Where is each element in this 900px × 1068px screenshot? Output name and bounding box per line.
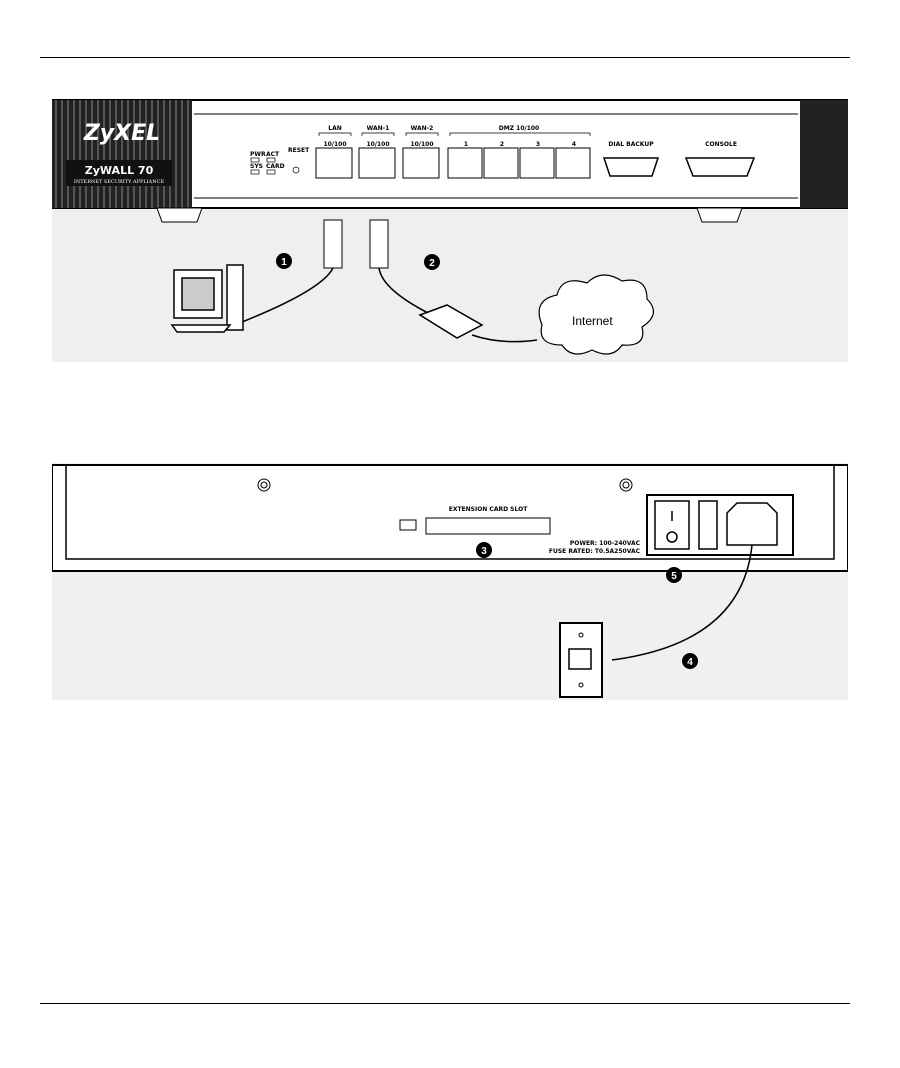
port-speed-wan1: 10/100 — [366, 141, 389, 148]
console-label: CONSOLE — [705, 141, 737, 148]
port-label-wan1: WAN-1 — [367, 125, 390, 132]
port-speed-lan: 10/100 — [323, 141, 346, 148]
brand-logo: ZyXEL — [83, 121, 160, 146]
dial-backup-port[interactable] — [602, 157, 660, 177]
power-switch[interactable] — [654, 500, 690, 550]
left-heatsink: ZyXEL ZyWALL 70 INTERNET SECURITY APPLIA… — [52, 100, 192, 208]
callout-2: 2 — [429, 258, 435, 269]
callout-4: 4 — [687, 657, 693, 668]
computer-icon — [170, 264, 244, 333]
power-inlet — [726, 502, 778, 546]
dmz-port-4: 4 — [572, 141, 576, 148]
dmz-port-3: 3 — [536, 141, 540, 148]
rear-panel-diagram: EXTENSION CARD SLOT 3 POWER: 100-240VAC … — [52, 463, 848, 700]
port-speed-wan2: 10/100 — [410, 141, 433, 148]
front-panel-diagram: ZyXEL ZyWALL 70 INTERNET SECURITY APPLIA… — [52, 99, 848, 362]
internet-label: Internet — [572, 314, 613, 328]
led-label-pwr: PWR — [250, 151, 266, 158]
power-rating: POWER: 100-240VAC — [570, 540, 641, 547]
footer-rule — [40, 1003, 850, 1004]
right-heatsink — [800, 100, 848, 208]
port-label-wan2: WAN-2 — [411, 125, 434, 132]
console-port[interactable] — [684, 157, 756, 177]
callout-3: 3 — [481, 546, 487, 557]
callout-5: 5 — [671, 571, 677, 582]
internet-cloud-icon — [538, 274, 654, 355]
extension-card-slot[interactable] — [425, 517, 551, 535]
header-rule — [40, 57, 850, 58]
fuse-rating: FUSE RATED: T0.5A250VAC — [549, 548, 641, 555]
reset-label: RESET — [288, 147, 310, 154]
ethernet-ports — [315, 147, 591, 179]
wall-outlet-icon — [559, 622, 603, 698]
model-subtitle: INTERNET SECURITY APPLIANCE — [74, 179, 165, 185]
dmz-port-1: 1 — [464, 141, 468, 148]
reset-button[interactable] — [292, 166, 300, 174]
extension-slot-label: EXTENSION CARD SLOT — [449, 506, 528, 513]
port-label-dmz: DMZ 10/100 — [499, 125, 539, 132]
dial-backup-label: DIAL BACKUP — [608, 141, 654, 148]
fuse-holder — [698, 500, 718, 550]
modem-icon — [418, 304, 484, 339]
port-label-lan: LAN — [328, 125, 342, 132]
model-name: ZyWALL 70 — [85, 164, 154, 177]
led-label-act: ACT — [266, 151, 280, 158]
led-label-card: CARD — [266, 163, 285, 170]
dmz-port-2: 2 — [500, 141, 504, 148]
callout-1: 1 — [281, 257, 287, 268]
led-label-sys: SYS — [250, 163, 263, 170]
